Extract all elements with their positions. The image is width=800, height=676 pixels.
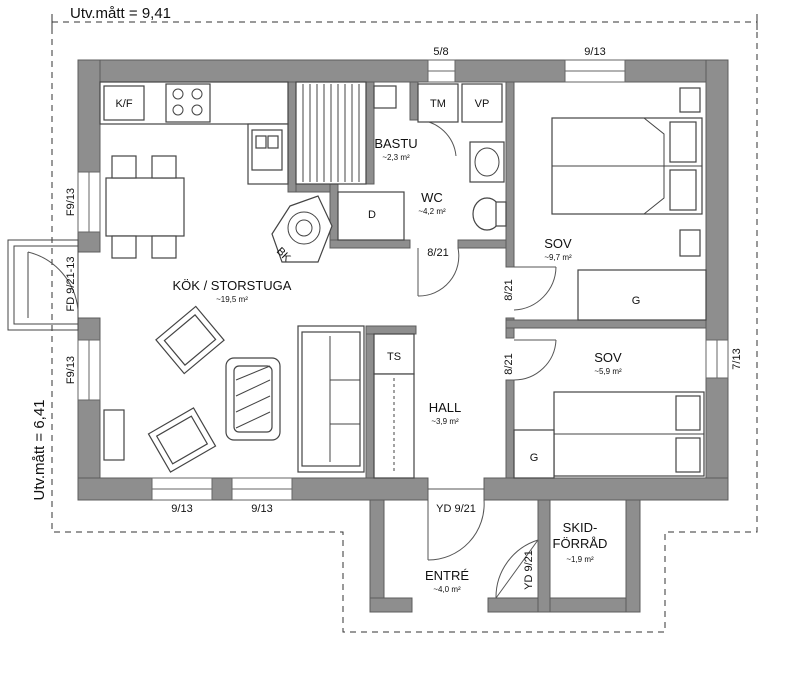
fixture-dryer-label: TM bbox=[430, 98, 446, 110]
fixture-washer-label: TS bbox=[387, 351, 401, 363]
window-left-2-label: F9/13 bbox=[65, 356, 77, 384]
room-bedroom2-area: ~5,9 m² bbox=[594, 367, 622, 376]
room-entry-area: ~4,0 m² bbox=[433, 585, 461, 594]
overhang-outline bbox=[51, 21, 758, 633]
room-storage-name-2: FÖRRÅD bbox=[553, 536, 608, 551]
door-sov1-label: 8/21 bbox=[503, 279, 515, 300]
wardrobe-2 bbox=[513, 429, 555, 479]
window-bottom-1-label: 9/13 bbox=[171, 503, 192, 515]
door-entry-label: YD 9/21 bbox=[436, 503, 476, 515]
fixture-wardrobe1-label: G bbox=[632, 295, 641, 307]
armchair-1 bbox=[155, 305, 225, 375]
water-heater bbox=[461, 83, 503, 123]
room-hall-name: HALL bbox=[429, 400, 462, 415]
window-right-sov-label: 7/13 bbox=[731, 348, 743, 369]
outer-depth-label: Utv.mått = 6,41 bbox=[31, 399, 48, 500]
room-kitchen-name: KÖK / STORSTUGA bbox=[173, 278, 292, 293]
doors bbox=[7, 119, 557, 599]
room-hall-area: ~3,9 m² bbox=[431, 417, 459, 426]
room-bedroom1-area: ~9,7 m² bbox=[544, 253, 572, 262]
wall-cabinet bbox=[103, 409, 125, 461]
room-wc-area: ~4,2 m² bbox=[418, 207, 446, 216]
door-sov2-label: 8/21 bbox=[503, 353, 515, 374]
windows bbox=[77, 59, 729, 501]
room-bedroom1-name: SOV bbox=[544, 236, 572, 251]
window-top-sov-label: 9/13 bbox=[584, 46, 605, 58]
room-storage-name-1: SKID- bbox=[563, 520, 598, 535]
room-sauna-name: BASTU bbox=[374, 136, 417, 151]
window-bottom-2-label: 9/13 bbox=[251, 503, 272, 515]
fixture-wardrobe2-label: G bbox=[530, 452, 539, 464]
room-storage-area: ~1,9 m² bbox=[566, 555, 594, 564]
room-wc-name: WC bbox=[421, 190, 443, 205]
fireplace bbox=[271, 195, 333, 263]
shower bbox=[337, 191, 405, 241]
dryer bbox=[417, 83, 459, 123]
door-storage-label: YD 9/21 bbox=[523, 550, 535, 590]
sauna-stove bbox=[373, 85, 397, 109]
washer bbox=[373, 333, 415, 375]
armchair-2 bbox=[147, 407, 217, 473]
outer-width-label: Utv.mått = 9,41 bbox=[70, 5, 171, 22]
room-entry-name: ENTRÉ bbox=[425, 568, 469, 583]
fixture-shower-label: D bbox=[368, 209, 376, 221]
wc-sink bbox=[469, 141, 505, 183]
furniture bbox=[99, 81, 707, 479]
room-bedroom2-name: SOV bbox=[594, 350, 622, 365]
fixture-fridge-label: K/F bbox=[115, 98, 132, 110]
door-wc-label: 8/21 bbox=[427, 247, 448, 259]
fixture-heater-label: VP bbox=[475, 98, 490, 110]
door-left-label: FD 9/21-13 bbox=[65, 256, 77, 311]
room-sauna-area: ~2,3 m² bbox=[382, 153, 410, 162]
room-kitchen-area: ~19,5 m² bbox=[216, 295, 248, 304]
wardrobe-1 bbox=[577, 269, 707, 321]
window-top-wc-label: 5/8 bbox=[433, 46, 448, 58]
stove bbox=[165, 83, 211, 123]
window-left-1-label: F9/13 bbox=[65, 188, 77, 216]
dining-table bbox=[105, 177, 185, 237]
